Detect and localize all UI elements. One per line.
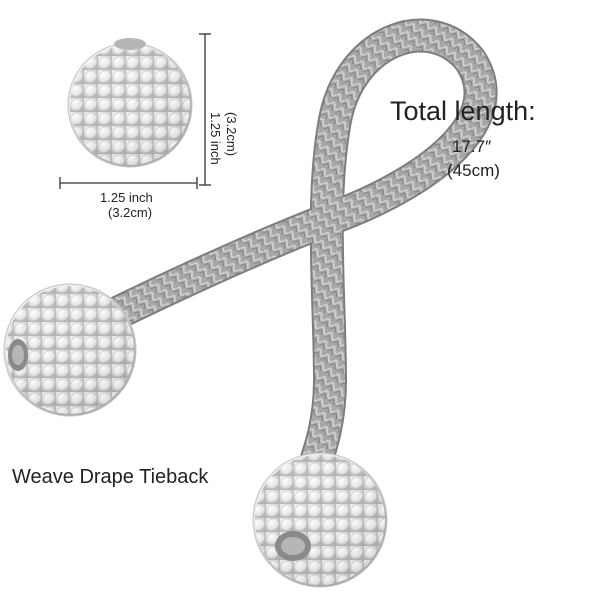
total-length-title: Total length: <box>390 96 536 126</box>
width-inches: 1.25 inch <box>100 190 153 205</box>
product-caption: Weave Drape Tieback <box>12 466 209 488</box>
pearl-ball-left <box>3 283 137 417</box>
height-inches: 1.25 inch <box>208 112 223 165</box>
width-cm: (3.2cm) <box>108 205 153 220</box>
height-cm: (3.2cm) <box>224 112 239 157</box>
total-length-inches: 17.7″ <box>452 137 492 156</box>
rope <box>31 18 498 517</box>
total-length-cm: (45cm) <box>447 161 500 180</box>
pearl-ball-detail <box>67 38 193 168</box>
dimension-lines <box>59 33 211 189</box>
pearl-ball-bottom <box>252 452 388 588</box>
